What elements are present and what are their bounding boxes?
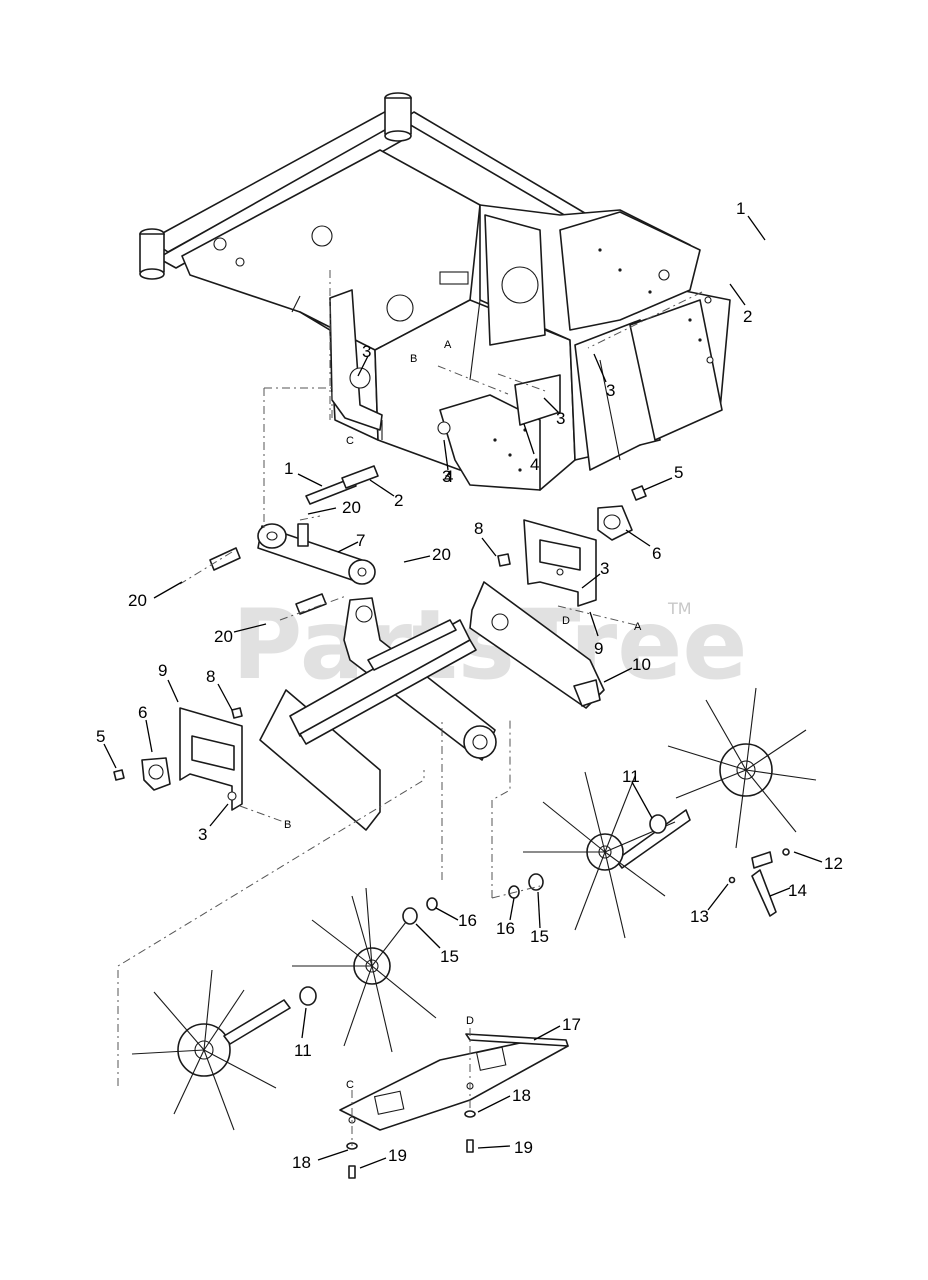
lift-cylinder[interactable] [257,523,376,585]
ref-letter: B [284,819,291,831]
callout-label: 6 [652,544,661,563]
callout-label: 1 [736,199,745,218]
front-bumper-bar[interactable] [139,92,601,280]
callout-label: 17 [562,1015,581,1034]
tine-reel-upper-right[interactable] [615,687,817,869]
callout-label: 13 [690,907,709,926]
callout-label: 16 [496,919,515,938]
callout-label: 19 [388,1146,407,1165]
callout-label: 11 [294,1041,312,1060]
callout-label: 20 [214,627,233,646]
callout-label: 20 [432,545,451,564]
callout-label: 19 [514,1138,533,1157]
lift-arm-left[interactable] [259,597,497,831]
callout-label: 11 [622,767,640,786]
callout-label: 16 [458,911,477,930]
callout-label: 1 [284,459,293,478]
callout-label: 3 [556,409,565,428]
callout-label: 3 [442,467,451,486]
ref-letter: A [634,621,642,633]
callout-label: 9 [594,639,603,658]
ref-letter: B [410,353,417,365]
callout-label: 9 [158,661,167,680]
callout-label: 3 [198,825,207,844]
callout-label: 15 [440,947,459,966]
ref-letter: C [346,1079,354,1091]
washer-bolt[interactable] [346,1110,476,1179]
watermark-trademark: TM [667,599,692,618]
callout-label: 5 [96,727,105,746]
callout-label: 12 [824,854,843,873]
callout-label: 14 [788,881,807,900]
callout-label: 18 [292,1153,311,1172]
ref-letter: D [562,615,570,627]
right-side-plate[interactable] [497,485,647,607]
callout-label: 6 [138,703,147,722]
callout-label: 20 [128,591,147,610]
ref-letter: A [444,339,452,351]
callout-label: 7 [356,531,365,550]
center-lines [117,270,703,1146]
callout-labels: 1 2 3 3 3 4 4 3 5 6 1 2 20 7 20 20 20 8 … [96,199,843,1172]
callout-label: 2 [394,491,403,510]
callout-label: 15 [530,927,549,946]
tine-reel-middle-left[interactable] [292,887,437,1053]
reference-letters: A B C A D B D C [284,339,642,1091]
tine-reel-lower-left[interactable] [131,969,291,1131]
callout-label: 3 [606,381,615,400]
callout-label: 10 [632,655,651,674]
tine-bolt[interactable] [728,848,790,917]
callout-label: 3 [600,559,609,578]
skid-plate[interactable] [339,1033,569,1131]
chassis-frame[interactable] [139,92,731,491]
callout-label: 4 [530,455,539,474]
callout-label: 3 [362,342,371,361]
callout-label: 8 [474,519,483,538]
pin[interactable] [209,465,379,615]
callout-label: 8 [206,667,215,686]
lift-arm-right[interactable] [469,581,605,709]
callout-label: 2 [743,307,752,326]
tine-reel-middle-right[interactable] [523,771,676,939]
callout-label: 4 [444,467,453,486]
callout-label: 5 [674,463,683,482]
callout-label: 18 [512,1086,531,1105]
ref-letter: C [346,435,354,447]
callout-label: 20 [342,498,361,517]
ref-letter: D [466,1015,474,1027]
leader-lines [103,215,823,1169]
left-side-plate[interactable] [113,707,243,811]
